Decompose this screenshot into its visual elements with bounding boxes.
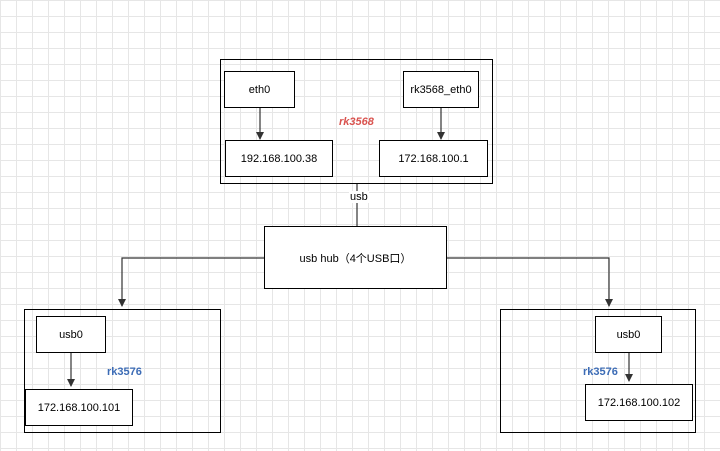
right-ip-label: 172.168.100.102 — [597, 396, 681, 409]
right-usb0-label: usb0 — [616, 328, 641, 341]
left-rk3576-chip-label: rk3576 — [107, 366, 142, 378]
rk3568-eth0-box: rk3568_eth0 — [403, 71, 479, 108]
rk3568-chip-label: rk3568 — [339, 116, 374, 128]
arrow-hub-to-right-rk3576 — [447, 257, 613, 307]
rk3568-container — [220, 59, 493, 184]
right-rk3576-chip-label: rk3576 — [583, 366, 618, 378]
rk3568-eth0-label: rk3568_eth0 — [410, 83, 472, 96]
eth0-ip-label: 192.168.100.38 — [240, 152, 318, 165]
rk3568-eth0-ip-box: 172.168.100.1 — [379, 140, 488, 177]
eth0-ip-box: 192.168.100.38 — [225, 140, 333, 177]
right-ip-box: 172.168.100.102 — [585, 384, 693, 421]
right-rk3576-container — [500, 309, 696, 433]
rk3568-eth0-ip-label: 172.168.100.1 — [398, 152, 469, 165]
usb-hub-box: usb hub（4个USB口） — [264, 226, 447, 289]
left-usb0-label: usb0 — [59, 328, 83, 341]
left-usb0-box: usb0 — [36, 316, 106, 353]
left-rk3576-container — [24, 309, 221, 433]
right-usb0-box: usb0 — [595, 316, 662, 353]
left-ip-box: 172.168.100.101 — [25, 389, 133, 426]
left-ip-label: 172.168.100.101 — [37, 401, 121, 414]
arrow-hub-to-left-rk3576 — [118, 257, 265, 307]
usb-link-label: usb — [349, 191, 369, 203]
eth0-label: eth0 — [248, 83, 271, 96]
usb-hub-label: usb hub（4个USB口） — [299, 252, 412, 265]
eth0-box: eth0 — [224, 71, 295, 108]
